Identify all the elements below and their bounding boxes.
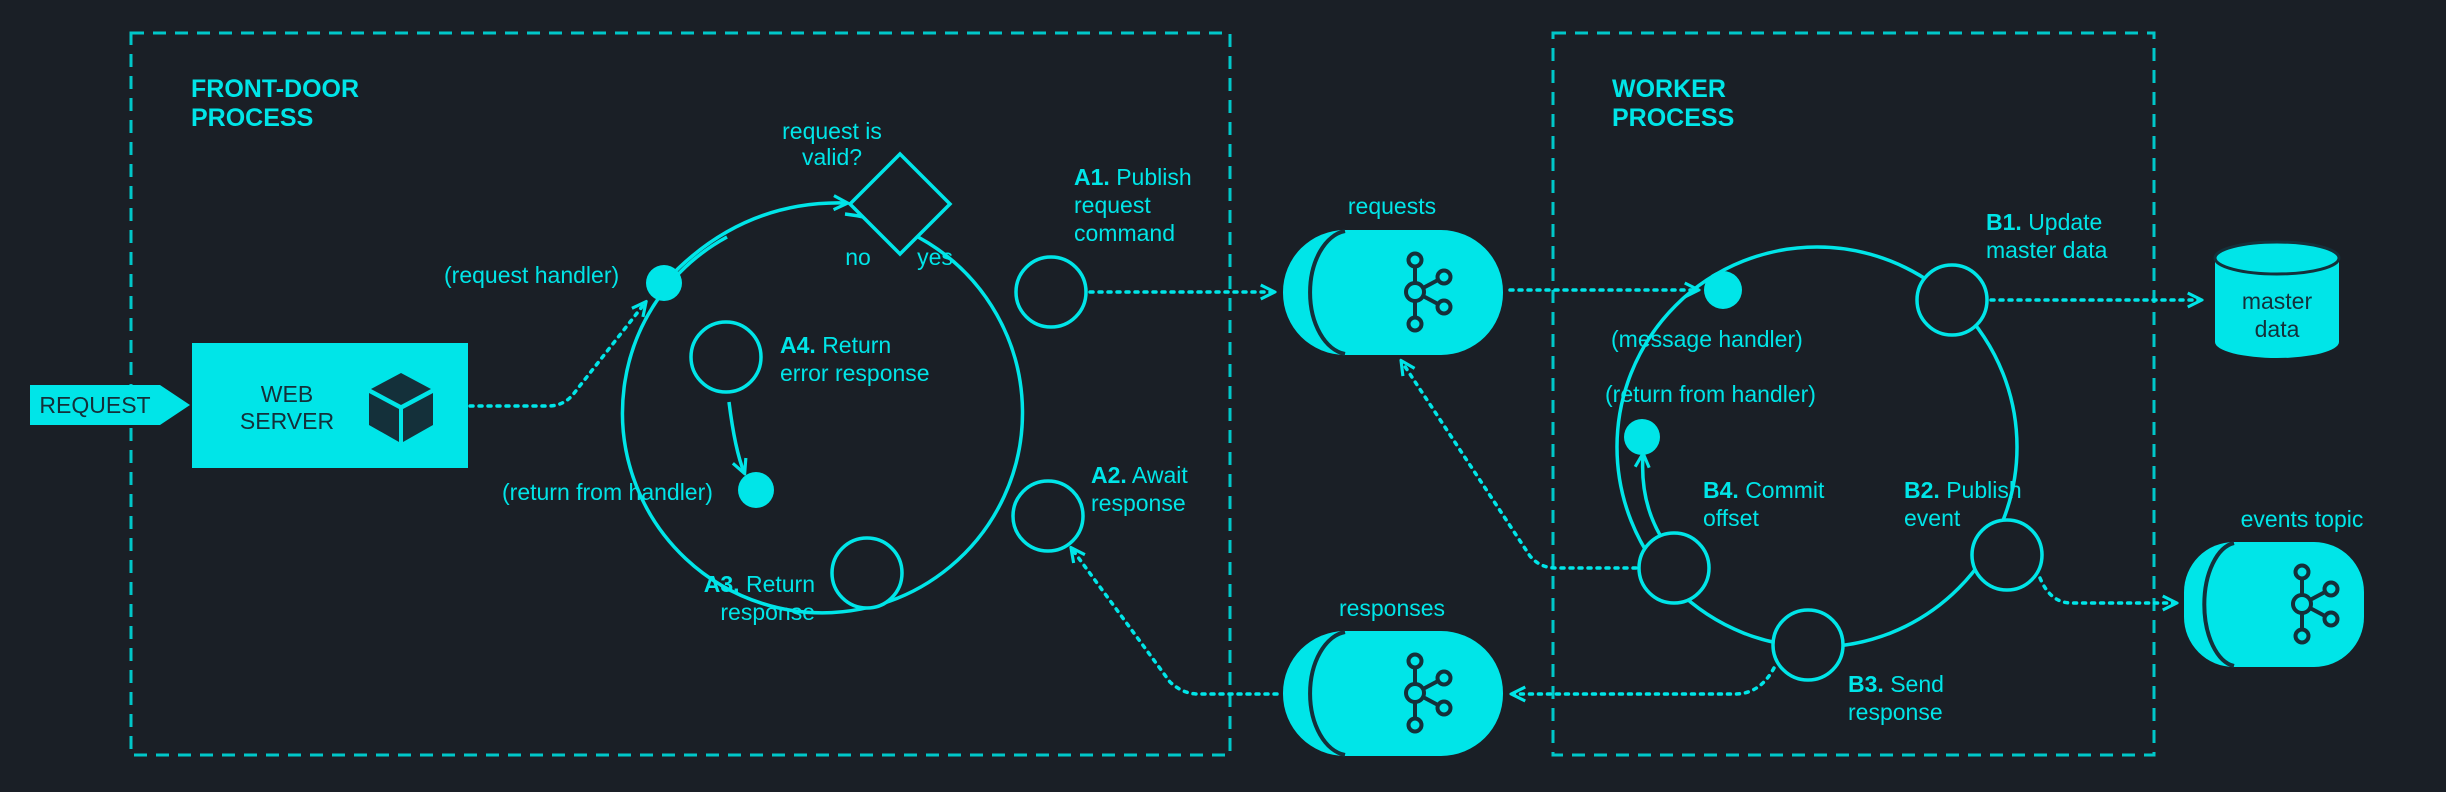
requests-topic <box>1283 229 1503 356</box>
responses-topic <box>1283 630 1503 757</box>
message-handler-dot <box>1704 271 1742 309</box>
events-topic-label: events topic <box>2241 506 2364 532</box>
step-a3-node <box>830 536 904 610</box>
request-tag-label: REQUEST <box>39 392 150 418</box>
b4-to-requests-arrow <box>1402 362 1638 570</box>
return-from-handler-label: (return from handler) <box>502 479 713 505</box>
web-server-label: WEB <box>261 381 313 407</box>
responses-to-a2-arrow <box>1072 549 1279 696</box>
step-a2-node <box>1011 479 1085 553</box>
requests-topic-label: requests <box>1348 193 1436 219</box>
b3-label-line2: response <box>1848 699 1943 725</box>
request-entry: REQUEST <box>30 385 190 425</box>
b1-label: B1. Update <box>1986 209 2102 235</box>
webserver-to-handler-arrow <box>468 303 645 408</box>
master-data-label-line2: data <box>2255 316 2300 342</box>
a2-label-line2: response <box>1091 490 1186 516</box>
handler-to-decision-arrow <box>662 203 846 285</box>
b2-label: B2. Publish <box>1904 477 2022 503</box>
decision-label: request is <box>782 118 882 144</box>
a4-label: A4. Return <box>780 332 891 358</box>
worker-title: WORKER <box>1612 75 1726 103</box>
a4-label-line2: error response <box>780 360 930 386</box>
validation-decision-diamond <box>847 151 953 257</box>
web-server: WEB SERVER <box>192 343 468 468</box>
return-from-handler-dot <box>738 472 774 508</box>
cube-icon <box>369 373 433 442</box>
a4-to-return-arrow <box>727 401 744 472</box>
worker-title-line2: PROCESS <box>1612 104 1734 132</box>
step-b4-node <box>1637 531 1711 605</box>
step-b3-node <box>1771 608 1845 682</box>
front-door-title-line2: PROCESS <box>191 104 313 132</box>
b4-label: B4. Commit <box>1703 477 1825 503</box>
step-b2-node <box>1970 518 2044 592</box>
request-handler-label: (request handler) <box>444 262 619 288</box>
a3-label: A3. Return <box>704 571 815 597</box>
front-door-title: FRONT-DOOR <box>191 75 359 103</box>
request-tag <box>30 385 160 425</box>
master-data-database <box>2213 240 2341 358</box>
b4-label-line2: offset <box>1703 505 1759 531</box>
b3-to-responses-arrow <box>1513 666 1776 694</box>
decision-yes-label: yes <box>917 244 953 270</box>
b1-label-line2: master data <box>1986 237 2108 263</box>
b3-label: B3. Send <box>1848 671 1944 697</box>
step-a1-node <box>1014 255 1088 329</box>
worker-return-dot <box>1624 419 1660 455</box>
a2-label: A2. Await <box>1091 462 1188 488</box>
master-data-label: master <box>2242 288 2313 314</box>
responses-topic-label: responses <box>1339 595 1445 621</box>
b4-to-return-arrow <box>1643 455 1662 536</box>
step-b1-node <box>1915 263 1989 337</box>
request-handler-dot <box>646 265 682 301</box>
a1-label-line3: command <box>1074 220 1175 246</box>
decision-no-label: no <box>845 244 871 270</box>
a1-label: A1. Publish <box>1074 164 1192 190</box>
decision-label-line2: valid? <box>802 144 862 170</box>
a1-label-line2: request <box>1074 192 1151 218</box>
a3-label-line2: response <box>720 599 815 625</box>
events-topic <box>2184 541 2364 668</box>
front-door-cycle <box>620 212 1025 615</box>
b2-label-line2: event <box>1904 505 1961 531</box>
step-a4-node <box>689 320 763 394</box>
message-handler-label: (message handler) <box>1611 326 1803 352</box>
request-arrow-icon <box>160 385 190 425</box>
web-server-label-line2: SERVER <box>240 408 334 434</box>
worker-return-label: (return from handler) <box>1605 381 1816 407</box>
